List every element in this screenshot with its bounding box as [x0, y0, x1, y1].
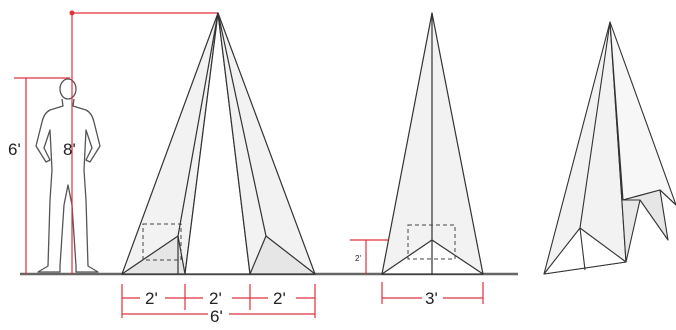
base-segment-2-label: 2' — [209, 289, 222, 308]
base-segment-3-label: 2' — [273, 289, 286, 308]
detail-box-side — [407, 224, 456, 260]
perspective-view-structure — [543, 21, 676, 275]
front-view-structure — [121, 12, 316, 275]
human-silhouette — [35, 78, 101, 273]
side-view-structure — [381, 12, 484, 275]
base-total-label: 6' — [210, 307, 223, 326]
side-flap-height-label: 2' — [355, 254, 361, 263]
dimension-endpoint — [69, 10, 75, 16]
dimension-lines — [14, 12, 484, 318]
structure-height-label: 8' — [63, 140, 76, 159]
detail-box-front — [142, 223, 182, 261]
side-base-width-label: 3' — [425, 289, 438, 308]
base-segment-1-label: 2' — [145, 289, 158, 308]
human-height-label: 6' — [8, 140, 21, 159]
